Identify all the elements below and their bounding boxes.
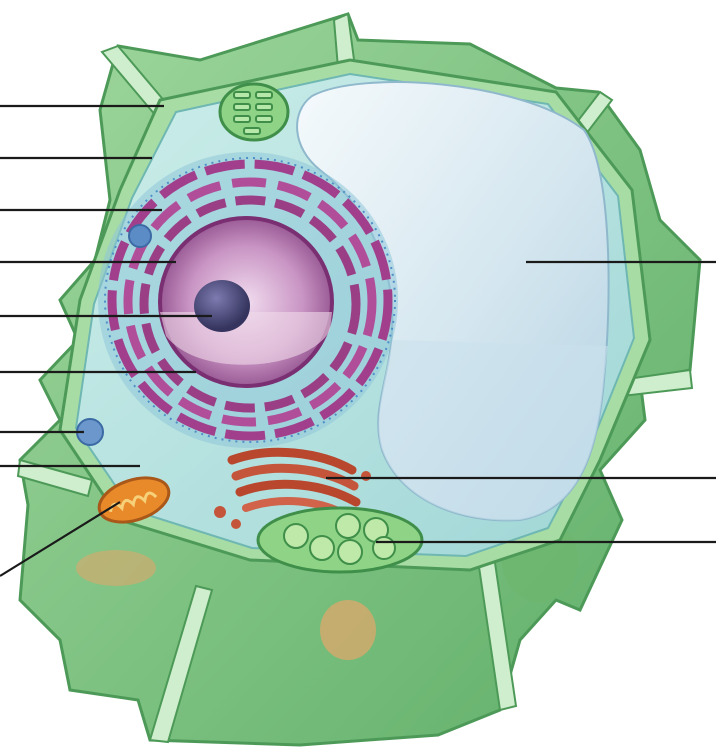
peroxisome xyxy=(128,224,152,248)
chloroplast-bottom xyxy=(256,506,424,574)
chloroplast-top xyxy=(218,82,290,142)
leader-lines xyxy=(0,104,716,577)
nucleolus xyxy=(194,280,250,332)
neighbor-mitochondrion-2 xyxy=(76,550,156,586)
nucleus xyxy=(158,216,334,388)
leader-line-mitochondrion xyxy=(0,501,121,577)
vacuole-shading xyxy=(378,340,608,521)
nucleus-cutaway xyxy=(160,312,332,365)
neighbor-mitochondrion xyxy=(320,600,376,660)
